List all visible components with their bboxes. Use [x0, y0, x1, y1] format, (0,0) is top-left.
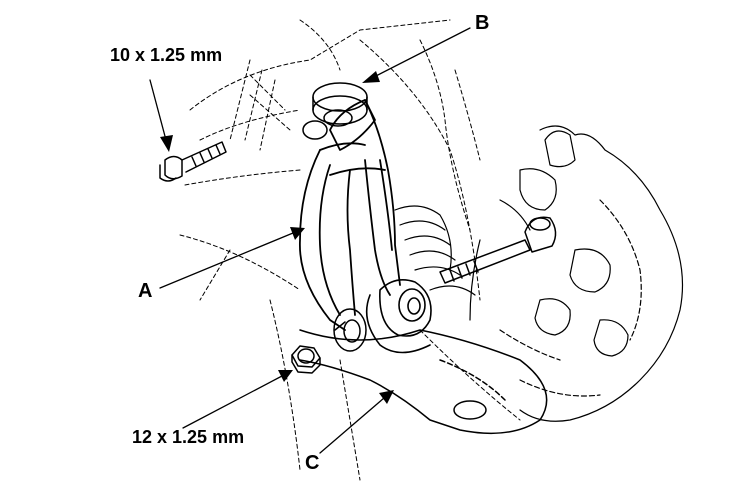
lower-nut: [291, 345, 321, 374]
vehicle-body-outline: [179, 19, 521, 481]
upper-arm: [299, 99, 401, 331]
label-b: B: [475, 12, 490, 34]
leader-lines: [149, 27, 471, 454]
leader-b: [371, 27, 471, 79]
leader-upper-bolt: [149, 79, 167, 141]
upper-bolt-spec: 10 x 1.25 mm: [110, 45, 223, 65]
upper-arm-bushing: [302, 82, 368, 140]
leader-lower-nut: [182, 375, 283, 429]
drive-shaft-boot: [394, 205, 476, 296]
label-c: C: [305, 452, 320, 474]
leader-a: [159, 232, 294, 289]
label-a: A: [138, 280, 153, 302]
leader-c: [319, 397, 385, 454]
lower-arm-bushing: [333, 308, 367, 352]
upper-bolt: [159, 141, 227, 182]
knuckle-bolt: [439, 216, 557, 284]
arm-ball-joint: [365, 279, 432, 354]
lower-nut-spec: 12 x 1.25 mm: [132, 427, 245, 447]
steering-knuckle: [469, 125, 684, 422]
lower-control-arm: [299, 329, 548, 435]
